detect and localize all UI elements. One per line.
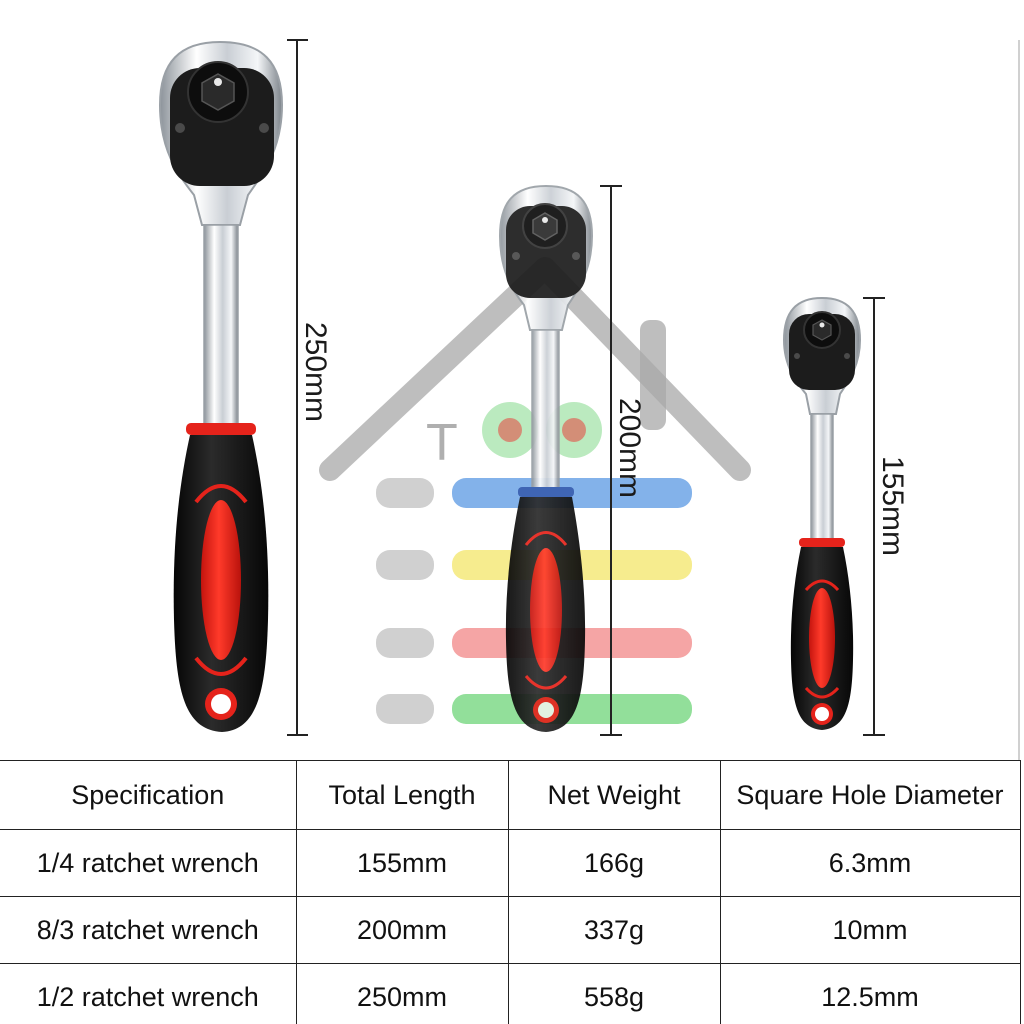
cell-square-hole-diameter: 12.5mm bbox=[719, 963, 1021, 1024]
header-net-weight: Net Weight bbox=[507, 760, 721, 830]
cell-specification: 8/3 ratchet wrench bbox=[0, 896, 297, 964]
table-row: 1/2 ratchet wrench 250mm 558g 12.5mm bbox=[0, 963, 1021, 1024]
cell-net-weight: 558g bbox=[507, 963, 721, 1024]
cell-square-hole-diameter: 6.3mm bbox=[719, 829, 1021, 897]
specification-table: Specification Total Length Net Weight Sq… bbox=[0, 760, 1021, 1024]
watermark-text: T bbox=[426, 414, 458, 472]
dimension-label-small: 155mm bbox=[876, 456, 909, 556]
wrench-medium bbox=[498, 184, 594, 732]
table-row: 1/4 ratchet wrench 155mm 166g 6.3mm bbox=[0, 829, 1021, 897]
ratchet-wrench-illustration: 250mm T bbox=[158, 39, 1020, 760]
cell-total-length: 250mm bbox=[295, 963, 509, 1024]
cell-total-length: 155mm bbox=[295, 829, 509, 897]
dimension-label-large: 250mm bbox=[299, 322, 332, 422]
wrench-large bbox=[158, 40, 284, 732]
table-header-row: Specification Total Length Net Weight Sq… bbox=[0, 760, 1021, 830]
header-specification: Specification bbox=[0, 760, 297, 830]
table-row: 8/3 ratchet wrench 200mm 337g 10mm bbox=[0, 896, 1021, 964]
cell-specification: 1/4 ratchet wrench bbox=[0, 829, 297, 897]
dimension-label-medium: 200mm bbox=[613, 398, 646, 498]
cell-square-hole-diameter: 10mm bbox=[719, 896, 1021, 964]
cell-specification: 1/2 ratchet wrench bbox=[0, 963, 297, 1024]
header-total-length: Total Length bbox=[295, 760, 509, 830]
cell-total-length: 200mm bbox=[295, 896, 509, 964]
header-square-hole-diameter: Square Hole Diameter bbox=[719, 760, 1021, 830]
cell-net-weight: 337g bbox=[507, 896, 721, 964]
cell-net-weight: 166g bbox=[507, 829, 721, 897]
dimension-line-small: 155mm bbox=[863, 297, 909, 736]
dimension-line-medium: 200mm bbox=[600, 185, 646, 736]
dimension-line-large: 250mm bbox=[287, 39, 332, 736]
wrench-small bbox=[782, 296, 862, 730]
